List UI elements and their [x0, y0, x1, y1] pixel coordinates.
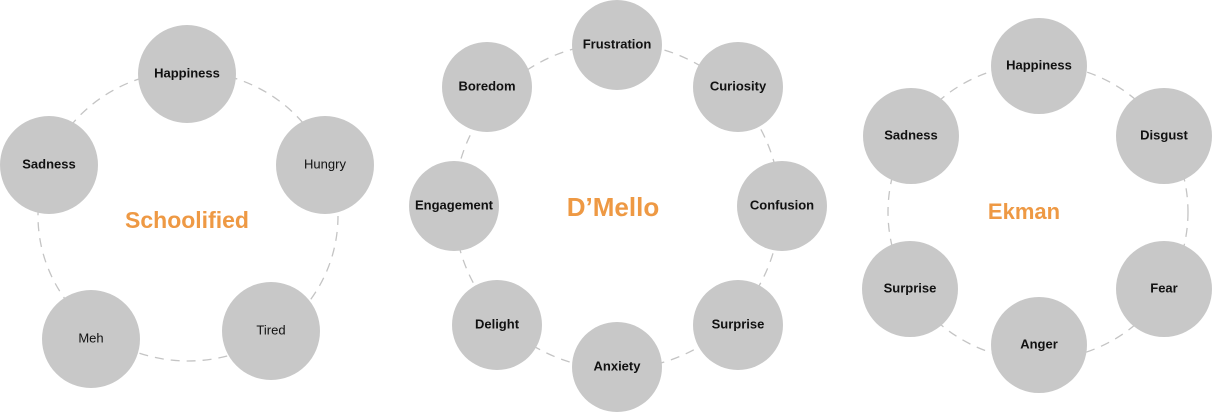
node-dmello-confusion: Confusion — [737, 161, 827, 251]
node-ekman-surprise: Surprise — [862, 241, 958, 337]
node-ekman-anger: Anger — [991, 297, 1087, 393]
node-schoolified-happiness: Happiness — [138, 25, 236, 123]
diagram-dmello: D’Mello Frustration Curiosity Confusion … — [409, 0, 827, 412]
node-label: Boredom — [458, 78, 515, 93]
node-ekman-fear: Fear — [1116, 241, 1212, 337]
node-label: Fear — [1150, 280, 1177, 295]
ring-ekman — [887, 63, 1189, 361]
diagram-title-ekman: Ekman — [988, 199, 1060, 224]
node-label: Meh — [78, 330, 103, 345]
node-dmello-curiosity: Curiosity — [693, 42, 783, 132]
diagram-ekman: Ekman Happiness Disgust Fear Anger Surpr… — [862, 18, 1212, 393]
node-label: Sadness — [22, 156, 75, 171]
node-ekman-disgust: Disgust — [1116, 88, 1212, 184]
node-dmello-engagement: Engagement — [409, 161, 499, 251]
node-label: Happiness — [1006, 57, 1072, 72]
node-dmello-boredom: Boredom — [442, 42, 532, 132]
diagram-schoolified: Schoolified Happiness Hungry Tired Meh S… — [0, 25, 374, 388]
node-label: Anxiety — [594, 358, 642, 373]
node-schoolified-sadness: Sadness — [0, 116, 98, 214]
node-schoolified-tired: Tired — [222, 282, 320, 380]
node-label: Surprise — [884, 280, 937, 295]
node-label: Confusion — [750, 197, 814, 212]
node-label: Anger — [1020, 336, 1058, 351]
node-schoolified-hungry: Hungry — [276, 116, 374, 214]
diagram-title-dmello: D’Mello — [567, 192, 659, 222]
node-label: Tired — [256, 322, 285, 337]
node-ekman-sadness: Sadness — [863, 88, 959, 184]
node-label: Disgust — [1140, 127, 1188, 142]
node-dmello-frustration: Frustration — [572, 0, 662, 90]
node-schoolified-meh: Meh — [42, 290, 140, 388]
node-ekman-happiness: Happiness — [991, 18, 1087, 114]
node-dmello-delight: Delight — [452, 280, 542, 370]
node-label: Happiness — [154, 65, 220, 80]
diagram-title-schoolified: Schoolified — [125, 207, 249, 233]
node-label: Curiosity — [710, 78, 767, 93]
node-dmello-surprise: Surprise — [693, 280, 783, 370]
node-label: Hungry — [304, 156, 346, 171]
node-label: Frustration — [583, 36, 652, 51]
node-label: Surprise — [712, 316, 765, 331]
node-label: Delight — [475, 316, 520, 331]
node-label: Engagement — [415, 197, 494, 212]
node-dmello-anxiety: Anxiety — [572, 322, 662, 412]
node-label: Sadness — [884, 127, 937, 142]
